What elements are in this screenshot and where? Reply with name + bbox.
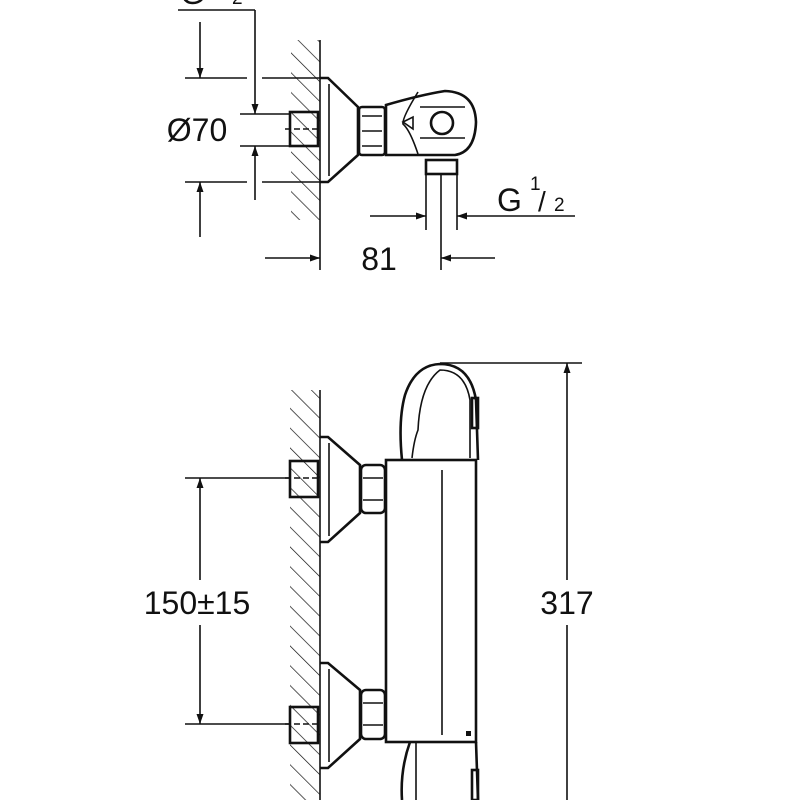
label-thread-outlet-sub: 2 (554, 195, 565, 216)
label-spacing: 150±15 (144, 585, 251, 621)
front-view: 150±15 317 (144, 362, 594, 800)
wall-hatching-front (290, 390, 320, 800)
outlet-fitting (424, 158, 459, 176)
flange-upper (320, 435, 362, 544)
label-height: 317 (540, 585, 593, 621)
flange-lower (320, 661, 362, 770)
hex-nut-upper (359, 463, 387, 515)
flange-top (320, 76, 360, 184)
wall-hatching-top (291, 40, 320, 220)
label-thread-top-sub: 2 (232, 0, 243, 9)
label-thread-outlet-sup: 1 (530, 174, 541, 195)
label-thread-outlet: G (497, 182, 522, 218)
control-knob-icon (429, 110, 455, 136)
label-thread-top: G (180, 0, 205, 11)
pipe-stub-lower (288, 705, 320, 745)
svg-text:/: / (538, 186, 546, 217)
top-view: G 1 2 Ø70 G 1 / 2 81 (167, 0, 575, 277)
label-diameter: Ø70 (167, 112, 227, 148)
hex-nut-lower (359, 688, 387, 741)
thermostat-body (384, 458, 478, 744)
thermostat-body-top (384, 89, 478, 157)
pipe-stub-upper (288, 459, 320, 499)
temperature-handle (399, 362, 480, 461)
label-depth: 81 (361, 241, 397, 277)
